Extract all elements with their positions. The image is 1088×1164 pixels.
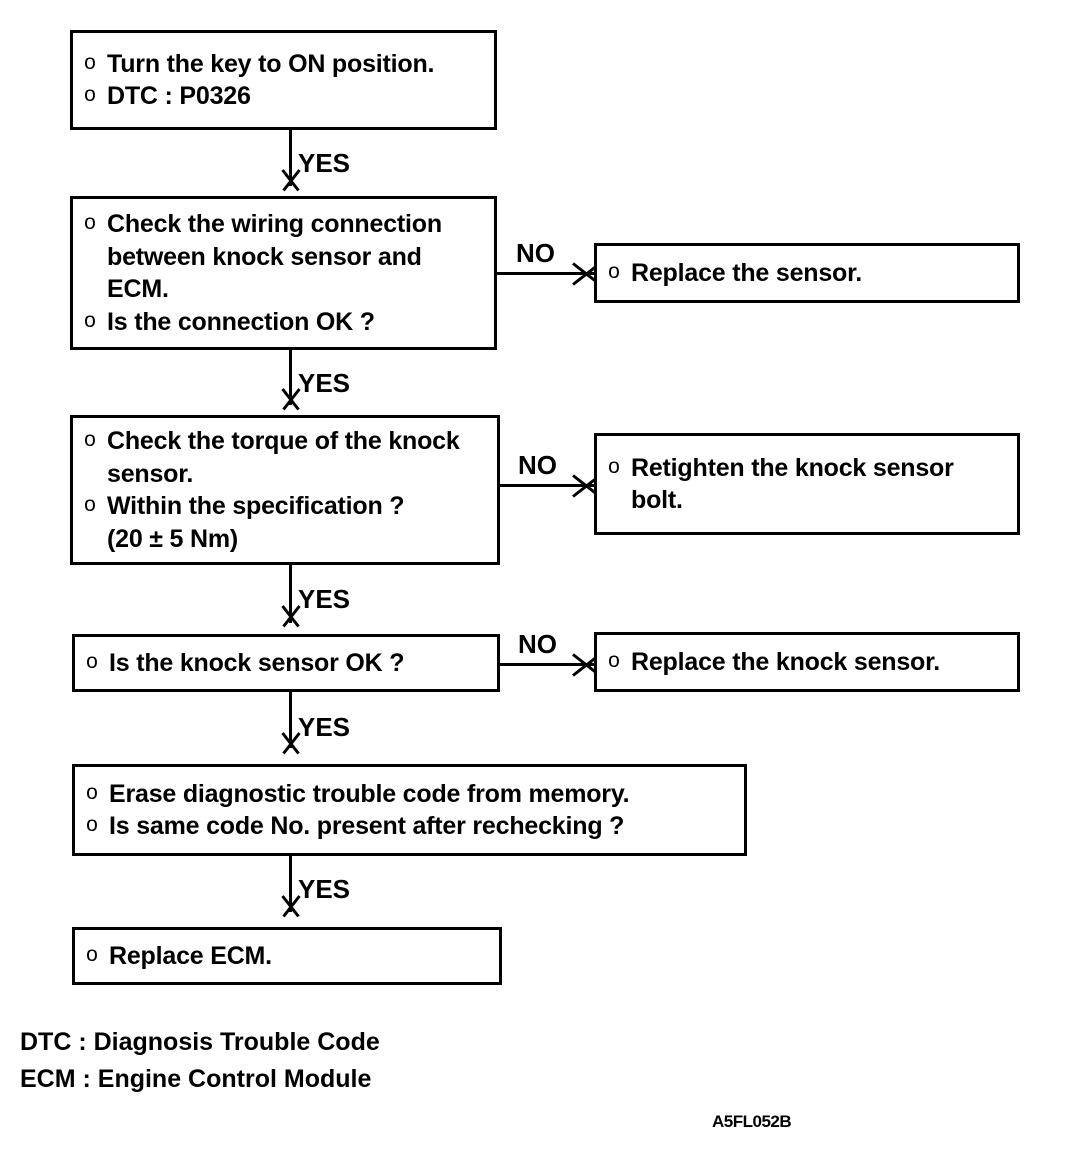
- node-text: Check the wiring connection between knoc…: [107, 210, 442, 303]
- bullet-icon: o: [84, 211, 96, 234]
- node-line: o Retighten the knock sensor bolt.: [597, 452, 1017, 517]
- edge-label-yes: YES: [298, 368, 351, 398]
- node-line: o Replace the sensor.: [597, 257, 1017, 290]
- node-sensor-ok: o Is the knock sensor OK ?: [72, 634, 500, 692]
- node-replace-knock-sensor: o Replace the knock sensor.: [594, 632, 1020, 692]
- bullet-icon: o: [86, 649, 98, 673]
- connector-line: [289, 856, 292, 912]
- connector-line: [289, 350, 292, 405]
- node-text: Is same code No. present after recheckin…: [109, 812, 625, 840]
- node-text: Erase diagnostic trouble code from memor…: [109, 779, 630, 808]
- figure-code-label: A5FL052B: [712, 1112, 792, 1131]
- node-check-wiring: o Check the wiring connection between kn…: [70, 196, 497, 350]
- node-line: o Erase diagnostic trouble code from mem…: [75, 778, 744, 811]
- node-replace-ecm: o Replace ECM.: [72, 927, 502, 985]
- connector-line: [289, 692, 292, 748]
- connector-line: [289, 565, 292, 623]
- node-text: Replace ECM.: [109, 941, 272, 970]
- node-text: Is the connection OK ?: [107, 307, 375, 336]
- edge-label-no: NO: [518, 450, 557, 480]
- edge-label-yes: YES: [298, 148, 351, 178]
- node-erase-code: o Erase diagnostic trouble code from mem…: [72, 764, 747, 856]
- bullet-icon: o: [84, 83, 96, 106]
- bullet-icon: o: [84, 50, 96, 74]
- connector-line: [497, 272, 596, 275]
- node-text: Replace the sensor.: [631, 258, 863, 287]
- node-start: o Turn the key to ON position. o DTC : P…: [70, 30, 497, 130]
- edge-label-no: NO: [518, 629, 557, 659]
- edge-label-yes: YES: [298, 712, 351, 742]
- node-line: o Turn the key to ON position.: [73, 48, 494, 81]
- node-text: Turn the key to ON position.: [107, 49, 435, 78]
- node-text: Is the knock sensor OK ?: [109, 648, 405, 677]
- connector-line: [500, 484, 596, 487]
- bullet-icon: o: [608, 259, 620, 283]
- edge-label-yes: YES: [298, 874, 351, 904]
- node-text: Within the specification ? (20 ± 5 Nm): [107, 492, 405, 553]
- bullet-icon: o: [608, 454, 620, 478]
- node-line: o Is same code No. present after recheck…: [75, 810, 744, 843]
- node-retighten-bolt: o Retighten the knock sensor bolt.: [594, 433, 1020, 535]
- node-line: o Replace ECM.: [75, 940, 499, 973]
- node-line: o Check the wiring connection between kn…: [73, 208, 494, 306]
- node-text: Check the torque of the knock sensor.: [107, 427, 460, 488]
- node-text: Replace the knock sensor.: [631, 647, 941, 676]
- bullet-icon: o: [608, 648, 620, 672]
- edge-label-yes: YES: [298, 584, 351, 614]
- bullet-icon: o: [86, 780, 98, 804]
- node-line: o Check the torque of the knock sensor.: [73, 425, 497, 490]
- node-text: DTC : P0326: [107, 82, 251, 110]
- node-line: o Is the connection OK ?: [73, 306, 494, 339]
- node-line: o Is the knock sensor OK ?: [75, 647, 497, 680]
- bullet-icon: o: [86, 942, 98, 966]
- edge-label-no: NO: [516, 238, 555, 268]
- connector-line: [500, 663, 596, 666]
- bullet-icon: o: [84, 493, 96, 516]
- node-line: o Replace the knock sensor.: [597, 646, 1017, 679]
- node-replace-sensor: o Replace the sensor.: [594, 243, 1020, 303]
- abbreviation-legend: DTC : Diagnosis Trouble Code ECM : Engin…: [20, 1028, 380, 1093]
- connector-line: [289, 130, 292, 186]
- bullet-icon: o: [86, 813, 98, 836]
- bullet-icon: o: [84, 428, 96, 451]
- node-check-torque: o Check the torque of the knock sensor. …: [70, 415, 500, 565]
- node-text: Retighten the knock sensor bolt.: [631, 453, 954, 515]
- node-line: o DTC : P0326: [73, 80, 494, 113]
- node-line: o Within the specification ? (20 ± 5 Nm): [73, 490, 497, 555]
- bullet-icon: o: [84, 308, 96, 332]
